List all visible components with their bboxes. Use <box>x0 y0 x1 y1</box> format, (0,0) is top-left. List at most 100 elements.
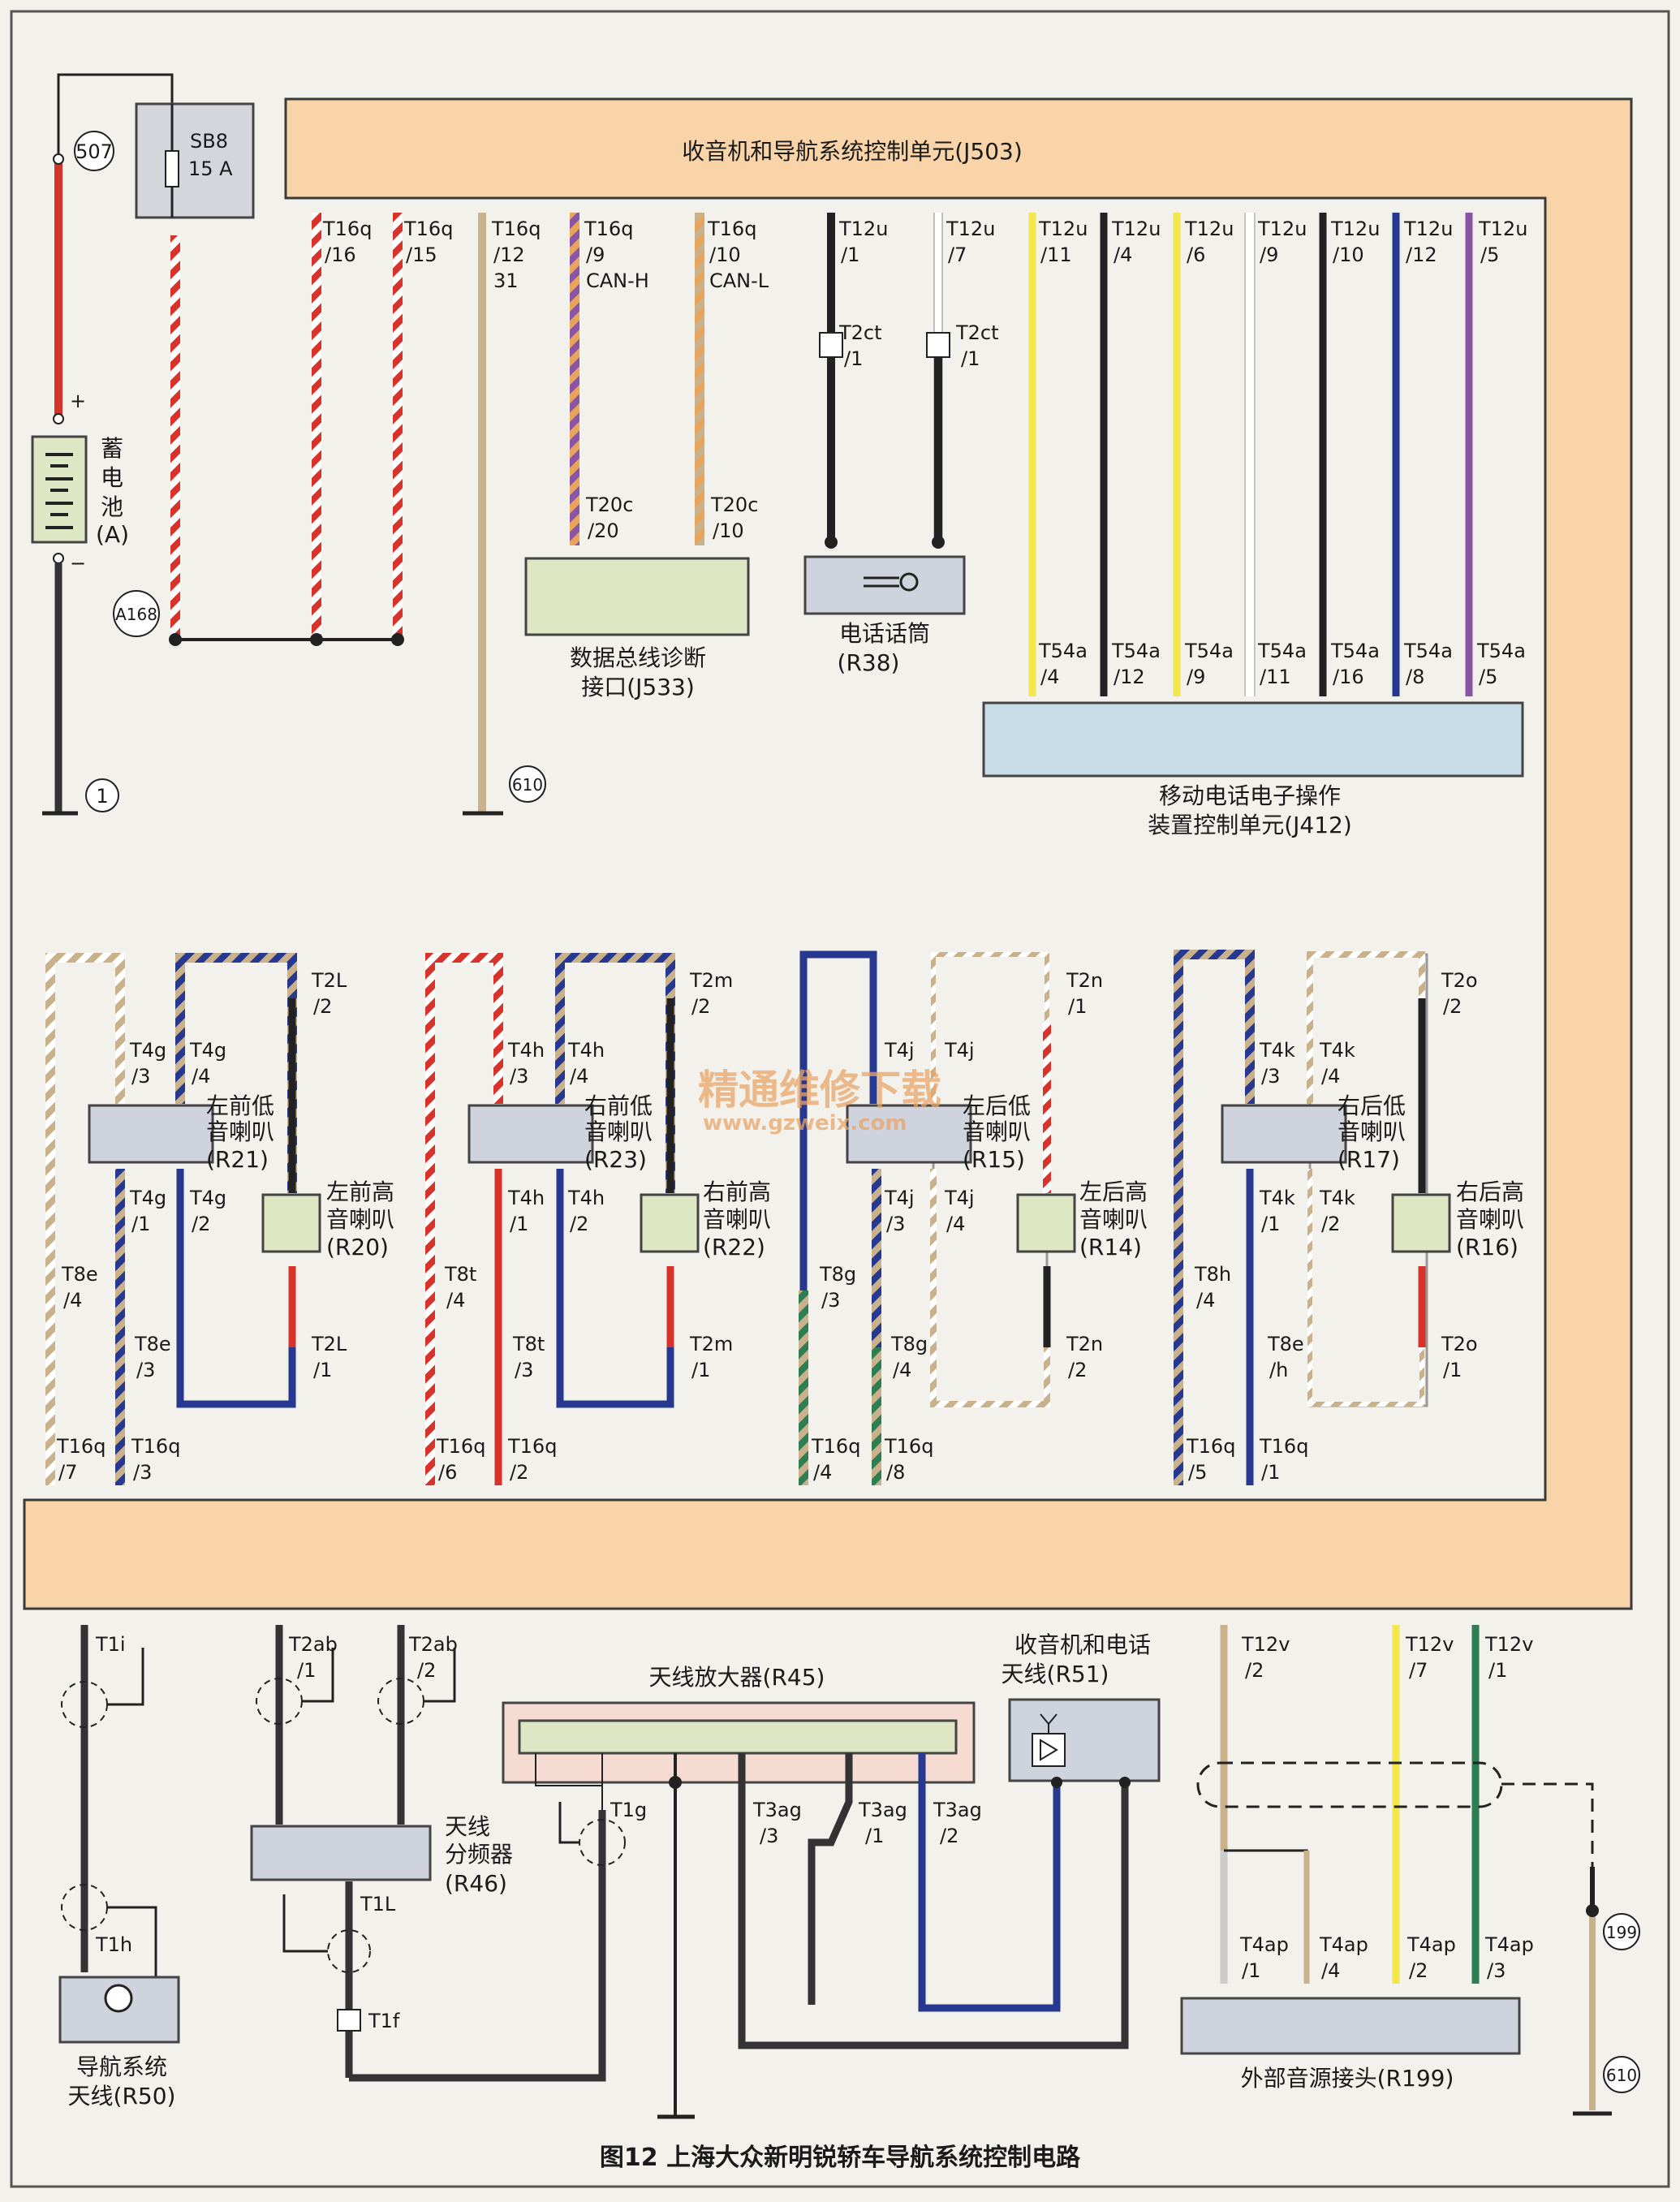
svg-text:T16q: T16q <box>131 1435 180 1458</box>
svg-text:T4h: T4h <box>567 1039 605 1062</box>
j533-label-1: 数据总线诊断 <box>570 644 706 671</box>
svg-text:/4: /4 <box>570 1065 588 1088</box>
bottom-group: T1i T1h 导航系统 天线(R50) T2ab/1 T2ab/2 天线 分频… <box>58 1625 1640 2119</box>
amp-label: 天线放大器(R45) <box>649 1664 825 1691</box>
svg-text:T8t: T8t <box>444 1263 476 1286</box>
j412-label-1: 移动电话电子操作 <box>1159 782 1341 809</box>
svg-text:T4h: T4h <box>507 1039 545 1062</box>
svg-text:(R17): (R17) <box>1338 1146 1400 1173</box>
j412-label-2: 装置控制单元(J412) <box>1148 812 1352 838</box>
svg-text:(R46): (R46) <box>445 1870 507 1897</box>
svg-text:T4ap: T4ap <box>1319 1933 1368 1956</box>
top-pin-8: T12u/4 <box>1111 218 1161 266</box>
svg-text:/9: /9 <box>1260 243 1278 266</box>
svg-text:T2ct: T2ct <box>838 321 882 344</box>
svg-text:(R23): (R23) <box>584 1146 647 1173</box>
page-border <box>10 10 1670 2188</box>
svg-text:/2: /2 <box>1409 1959 1428 1982</box>
svg-text:/3: /3 <box>886 1213 905 1235</box>
battery-label-4: (A) <box>96 521 129 548</box>
svg-text:CAN-H: CAN-H <box>586 269 649 292</box>
svg-text:/1: /1 <box>1261 1461 1280 1484</box>
svg-text:T1f: T1f <box>368 2010 400 2032</box>
svg-text:T1h: T1h <box>95 1933 132 1956</box>
svg-text:T16q: T16q <box>56 1435 106 1458</box>
svg-text:T12u: T12u <box>1038 218 1088 240</box>
svg-text:/4: /4 <box>1040 666 1059 688</box>
svg-text:T16q: T16q <box>403 218 453 240</box>
svg-text:T8e: T8e <box>61 1263 98 1286</box>
svg-text:/10: /10 <box>1333 243 1364 266</box>
svg-text:T54a: T54a <box>1476 640 1526 662</box>
svg-text:/4: /4 <box>1321 1959 1340 1982</box>
svg-text:T4g: T4g <box>129 1039 166 1062</box>
nav-antenna-label-2: 天线(R50) <box>68 2083 176 2109</box>
svg-text:左前低: 左前低 <box>206 1092 274 1119</box>
svg-text:/4: /4 <box>192 1065 210 1088</box>
svg-text:/2: /2 <box>313 995 332 1018</box>
svg-text:T54a: T54a <box>1038 640 1088 662</box>
svg-text:T4ap: T4ap <box>1406 1933 1456 1956</box>
watermark-cn: 精通维修下载 <box>698 1067 941 1114</box>
svg-text:右前高: 右前高 <box>703 1179 771 1205</box>
svg-text:T12v: T12v <box>1241 1633 1290 1656</box>
diag-group: T20c/20 T20c/10 数据总线诊断 接口(J533) <box>524 213 758 700</box>
svg-text:T12u: T12u <box>1478 218 1527 240</box>
svg-text:T4k: T4k <box>1319 1187 1355 1209</box>
svg-text:T12v: T12v <box>1484 1633 1533 1656</box>
svg-text:/2: /2 <box>1321 1213 1340 1235</box>
svg-text:左前高: 左前高 <box>326 1179 394 1205</box>
node-199 <box>1603 1913 1640 1950</box>
svg-text:CAN-L: CAN-L <box>709 269 769 292</box>
watermark-url: www.gzweix.com <box>703 1111 907 1135</box>
speaker-group-lr: 左后低 音喇叭 (R15) T4j T4j T4j/3 T4j/4 左后高 音喇… <box>799 950 1148 1485</box>
speaker-group-rf: 右前低 音喇叭 (R23) T4h/3 T4h/4 T4h/1 T4h/2 右前… <box>425 953 771 1485</box>
svg-text:T12u: T12u <box>1184 218 1234 240</box>
svg-text:T16q: T16q <box>584 218 633 240</box>
svg-text:音喇叭: 音喇叭 <box>1079 1206 1148 1233</box>
svg-text:T1i: T1i <box>95 1633 126 1656</box>
svg-text:T16q: T16q <box>884 1435 933 1458</box>
svg-text:/11: /11 <box>1260 666 1291 688</box>
battery-label-1: 蓄 <box>101 435 123 462</box>
node-610b <box>1603 2056 1640 2093</box>
svg-text:/3: /3 <box>1261 1065 1280 1088</box>
splitter-box <box>250 1825 432 1881</box>
svg-text:T4h: T4h <box>567 1187 605 1209</box>
svg-text:/2: /2 <box>570 1213 588 1235</box>
svg-text:/2: /2 <box>940 1825 958 1847</box>
svg-text:/6: /6 <box>1187 243 1205 266</box>
svg-text:/4: /4 <box>946 1213 965 1235</box>
svg-text:/1: /1 <box>313 1359 332 1381</box>
svg-text:/5: /5 <box>1480 243 1499 266</box>
svg-text:/1: /1 <box>844 347 863 370</box>
svg-text:/2: /2 <box>417 1659 436 1682</box>
svg-text:T2m: T2m <box>689 1333 733 1355</box>
svg-text:T1L: T1L <box>360 1893 396 1915</box>
svg-text:T4k: T4k <box>1259 1187 1295 1209</box>
svg-text:右后低: 右后低 <box>1338 1092 1406 1119</box>
svg-text:天线(R51): 天线(R51) <box>1002 1661 1109 1687</box>
top-pin-10: T12u/9 <box>1257 218 1307 266</box>
svg-text:/1: /1 <box>297 1659 316 1682</box>
svg-text:T3ag: T3ag <box>752 1799 802 1821</box>
svg-text:T12u: T12u <box>838 218 888 240</box>
top-pin-12: T12u/12 <box>1403 218 1453 266</box>
top-pin-9: T12u/6 <box>1184 218 1234 266</box>
svg-text:T16q: T16q <box>707 218 756 240</box>
svg-text:T2o: T2o <box>1441 1333 1478 1355</box>
svg-text:/16: /16 <box>1333 666 1364 688</box>
svg-text:/3: /3 <box>760 1825 778 1847</box>
svg-text:T4h: T4h <box>507 1187 545 1209</box>
svg-text:T54a: T54a <box>1111 640 1161 662</box>
svg-text:T16q: T16q <box>322 218 372 240</box>
svg-text:T4ap: T4ap <box>1484 1933 1534 1956</box>
mic-connector-a <box>819 332 843 358</box>
aux-box <box>1180 1997 1521 2055</box>
j533-label-2: 接口(J533) <box>581 674 695 700</box>
svg-text:T2n: T2n <box>1066 969 1103 992</box>
svg-text:T8e: T8e <box>134 1333 171 1355</box>
